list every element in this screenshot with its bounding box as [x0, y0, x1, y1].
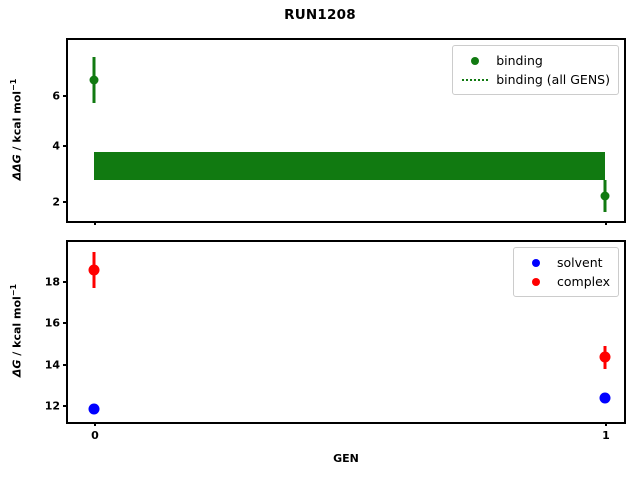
solvent-marker-gen0: [88, 403, 100, 415]
legend-dotted-line-icon: [460, 78, 490, 81]
bottom-panel-ylabel-units: / kcal mol: [10, 296, 24, 360]
bottom-panel-ytick-label-12: 12: [44, 399, 60, 413]
bottom-panel-ytick-label-16: 16: [44, 316, 60, 330]
xaxis-label: GEN: [333, 452, 359, 465]
top-panel-ytick-label-4: 4: [52, 139, 60, 153]
figure-title: RUN1208: [284, 7, 356, 23]
legend-label-complex: complex: [557, 274, 610, 289]
xtick-label-0: 0: [91, 429, 99, 442]
bottom-panel-ylabel-symbol: ΔG: [10, 359, 24, 378]
top-panel-xtick-0: [94, 221, 96, 225]
legend-label-binding-all-gens: binding (all GENS): [496, 72, 610, 87]
bottom-panel-axes: 12 14 16 18 0 1 ΔG / kcal mol−1 GEN: [9, 240, 626, 465]
top-panel-axes: 2 4 6 ΔΔG / kcal mol−1: [9, 38, 626, 225]
legend-label-solvent: solvent: [557, 255, 603, 270]
binding-marker-gen1: [600, 191, 610, 201]
bottom-panel-ytick-label-18: 18: [44, 275, 60, 289]
top-panel-ylabel: ΔΔG / kcal mol−1: [8, 49, 24, 209]
legend-label-binding: binding: [496, 53, 543, 68]
complex-marker-gen1: [599, 351, 611, 363]
binding-all-gens-band: [94, 152, 605, 180]
top-panel-ytick-label-2: 2: [52, 195, 60, 209]
legend-marker-dot-complex-icon: [521, 277, 551, 286]
bottom-panel-ylabel-exponent: −1: [8, 283, 18, 297]
top-panel-legend: binding binding (all GENS): [452, 45, 619, 95]
top-panel-ylabel-units: / kcal mol: [10, 90, 24, 154]
solvent-marker-gen1: [599, 392, 611, 404]
bottom-panel-plot-area: solvent complex: [68, 242, 624, 422]
legend-marker-dot-solvent-icon: [521, 258, 551, 267]
top-panel-ytick-label-6: 6: [52, 89, 60, 103]
top-panel-ylabel-symbol: ΔΔG: [10, 153, 24, 180]
legend-item-binding-all-gens: binding (all GENS): [460, 70, 610, 89]
binding-marker-gen0: [89, 75, 99, 85]
legend-item-binding: binding: [460, 51, 610, 70]
legend-item-solvent: solvent: [521, 253, 610, 272]
legend-item-complex: complex: [521, 272, 610, 291]
xtick-label-1: 1: [602, 429, 610, 442]
top-panel-ylabel-exponent: −1: [8, 78, 18, 91]
legend-marker-dot-icon: [460, 56, 490, 65]
top-panel-xtick-1: [605, 221, 607, 225]
bottom-panel-ytick-label-14: 14: [44, 358, 60, 372]
top-panel-plot-area: binding binding (all GENS): [68, 40, 624, 221]
bottom-panel-legend: solvent complex: [513, 247, 619, 297]
bottom-panel-ylabel: ΔG / kcal mol−1: [8, 251, 24, 411]
complex-marker-gen0: [88, 264, 100, 276]
